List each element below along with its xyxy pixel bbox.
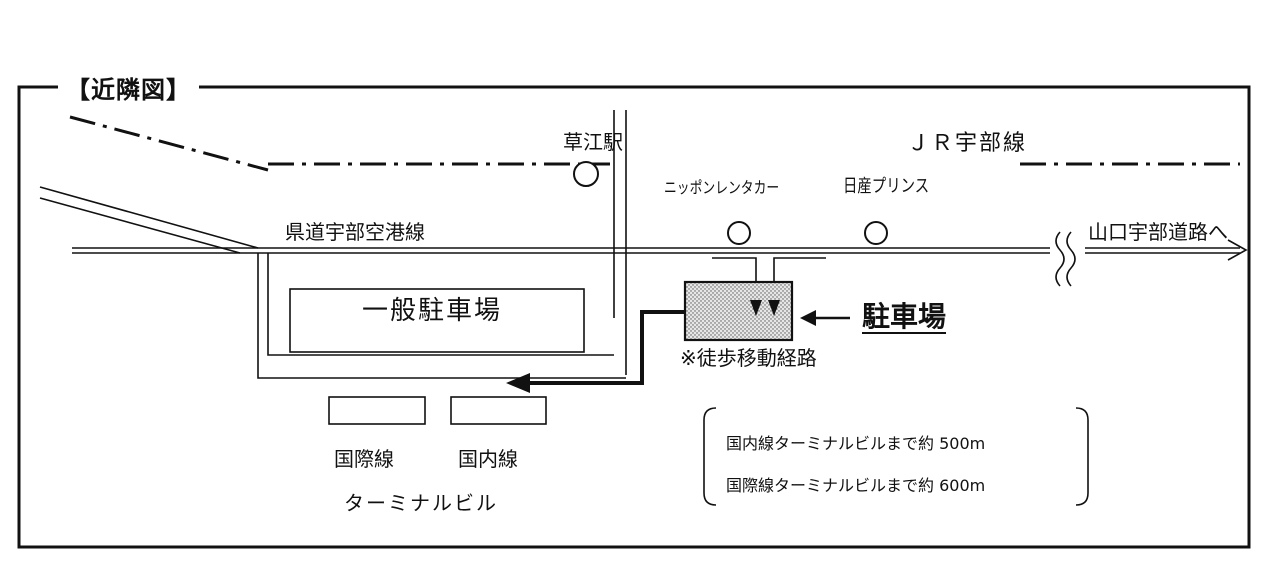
international-terminal [328, 396, 426, 425]
international-distance-note: 国際線ターミナルビルまで約 600m [726, 476, 986, 495]
terminal-building-label: ターミナルビル [344, 491, 498, 515]
road-break-symbol [1055, 231, 1076, 287]
entrance-arrows [750, 300, 780, 316]
kusae-station-marker [573, 161, 599, 187]
yamaguchi-ube-road-label: 山口宇部道路へ [1088, 220, 1228, 244]
distance-note-brackets [703, 407, 1089, 506]
parking-area [683, 280, 794, 342]
domestic-terminal [450, 396, 547, 425]
jr-line-label: ＪＲ宇部線 [907, 131, 1028, 156]
kusae-station-label: 草江駅 [563, 130, 623, 154]
vertical-road [613, 110, 627, 375]
parking-label: 駐車場 [862, 300, 947, 333]
map-frame [17, 85, 1251, 549]
nippon-rentacar-label: ニッポンレンタカー [664, 178, 780, 197]
general-parking-label: 一般駐車場 [362, 296, 503, 326]
prefectural-road-label: 県道宇部空港線 [285, 220, 425, 244]
international-terminal-label: 国際線 [334, 447, 394, 471]
walking-route [506, 310, 685, 393]
nissan-prince-marker [864, 221, 888, 245]
prefectural-road [72, 239, 1248, 261]
diagonal-road [39, 186, 259, 254]
nippon-rentacar-marker [727, 221, 751, 245]
parking-pointer-arrow [800, 310, 850, 326]
map-title: 【近隣図】 [58, 70, 199, 105]
jr-line [69, 115, 1240, 172]
general-parking-lot [289, 288, 585, 353]
lot-access-road [257, 253, 626, 379]
domestic-distance-note: 国内線ターミナルビルまで約 500m [726, 434, 986, 453]
nissan-prince-label: 日産プリンス [843, 176, 930, 197]
walking-route-label: ※徒歩移動経路 [680, 346, 817, 370]
domestic-terminal-label: 国内線 [458, 447, 518, 471]
